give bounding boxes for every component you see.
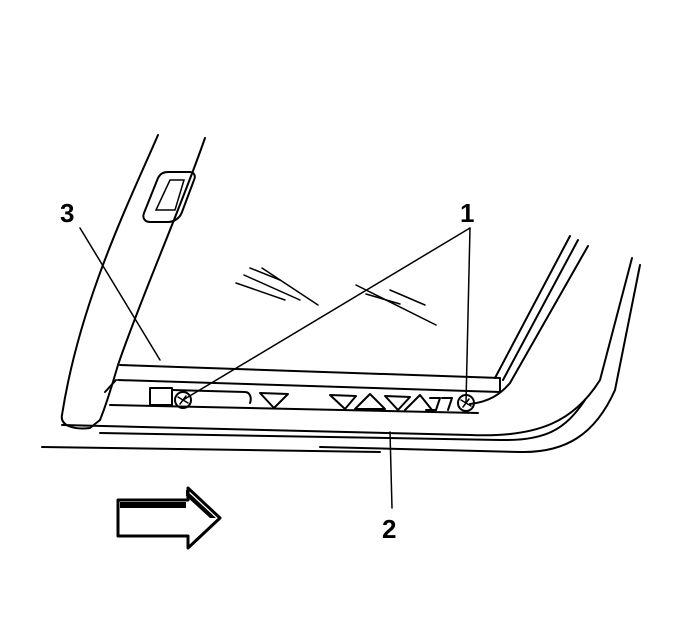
callout-3: 3 [60,198,74,228]
door-sill-plate [61,235,641,454]
leader-lines [79,227,471,509]
arrow-right-icon [116,486,222,550]
door-pillar [60,134,206,430]
glass-reflection-lines [235,267,437,326]
floor-line [41,446,381,453]
callout-1: 1 [460,198,474,228]
callout-2: 2 [382,514,396,544]
